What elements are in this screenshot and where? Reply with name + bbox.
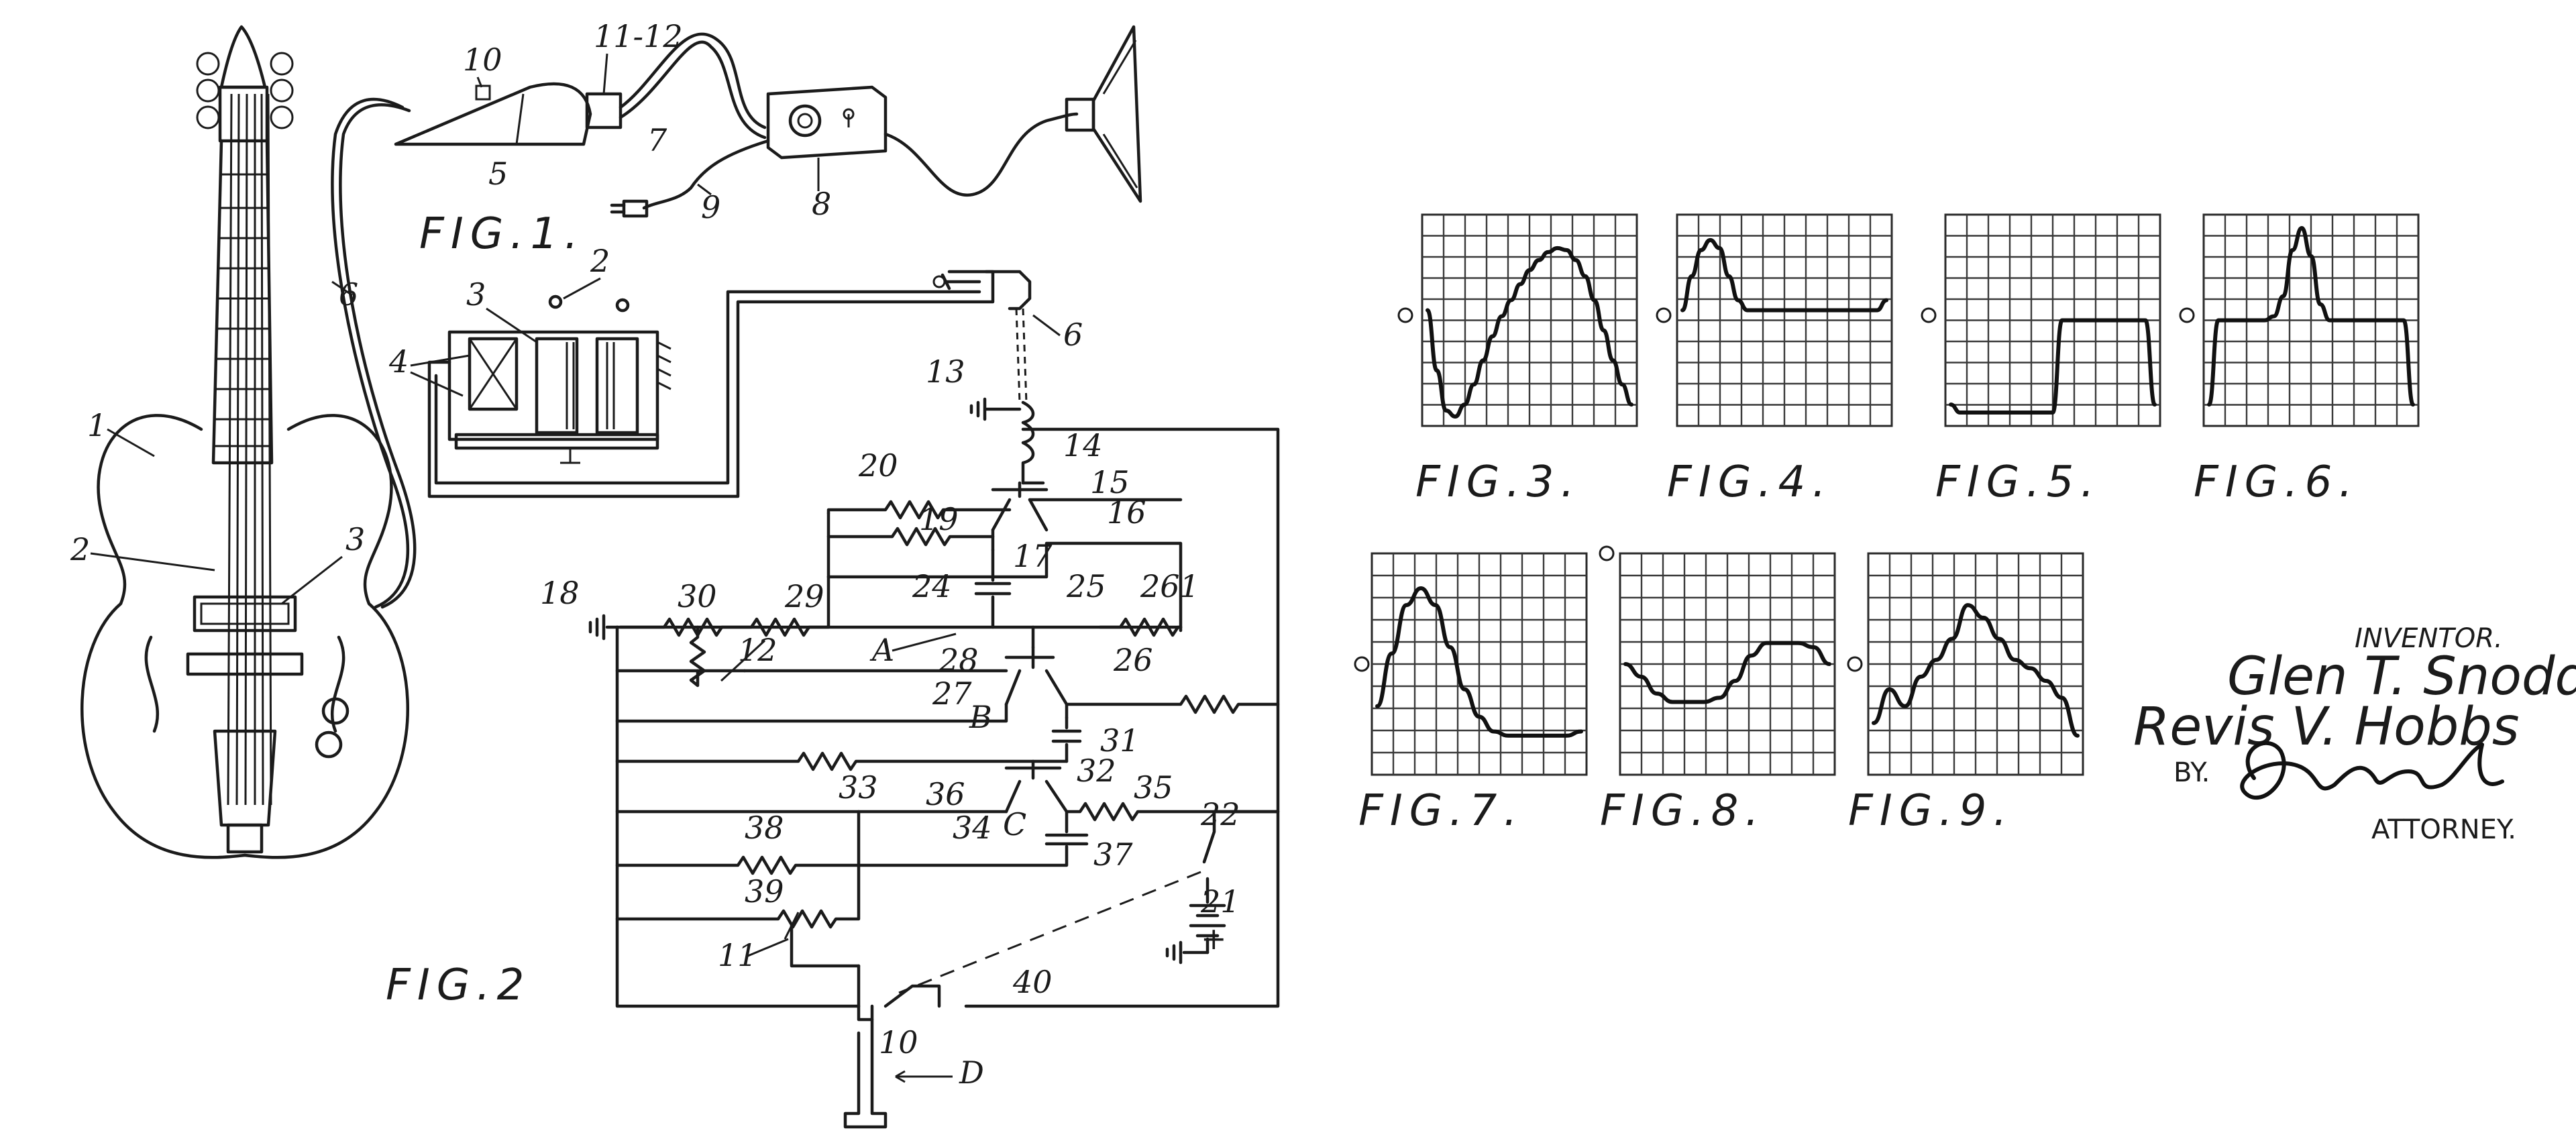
fig9-title: FIG.9. [1848, 786, 2014, 836]
reference-marker [1656, 307, 1672, 323]
label-n29: 29 [784, 578, 824, 614]
label-n38: 38 [745, 810, 784, 846]
reference-marker [2179, 307, 2195, 323]
fig7-title: FIG.7. [1358, 786, 1524, 836]
label-pickup-poles: 2 [590, 243, 610, 279]
waveform-trace [1680, 237, 1888, 313]
label-cable-guitar: 6 [339, 276, 358, 313]
label-n12: 12 [738, 632, 777, 668]
label-n39: 39 [745, 873, 784, 910]
fig6-title: FIG.6. [2194, 457, 2359, 507]
waveform-panel-4 [1656, 213, 1893, 427]
label-n28: 28 [938, 642, 979, 678]
reference-marker [1847, 656, 1863, 672]
label-n40: 40 [1012, 964, 1053, 1000]
label-n34: 34 [953, 810, 992, 846]
label-n261: 261 [1140, 568, 1199, 604]
label-n25: 25 [1066, 568, 1106, 604]
label-n26: 26 [1113, 642, 1153, 678]
pickup-section-drawing [447, 294, 672, 464]
label-n19: 19 [919, 501, 959, 537]
label-coil: 4 [388, 343, 409, 380]
waveform-panel-9 [1847, 552, 2084, 776]
reference-marker [1354, 656, 1370, 672]
waveform-panel-5 [1921, 213, 2161, 427]
label-cable-pedal: 7 [647, 122, 667, 158]
fig5-title: FIG.5. [1935, 457, 2101, 507]
label-n10: 10 [879, 1024, 918, 1060]
waveform-trace [1949, 318, 2157, 415]
attorney-label: ATTORNEY. [2371, 814, 2516, 845]
label-cable-circuit: 6 [1063, 317, 1083, 353]
label-n33: 33 [839, 769, 878, 806]
circuit-schematic [588, 397, 1280, 1129]
label-ground-13: 13 [926, 353, 965, 390]
label-n16: 16 [1107, 494, 1146, 531]
by-label: BY. [2174, 757, 2210, 788]
reference-marker [1397, 307, 1413, 323]
fig2-title: FIG.2 [386, 961, 531, 1010]
label-n27: 27 [932, 675, 972, 712]
label-n20: 20 [858, 447, 898, 484]
waveform-panel-6 [2179, 213, 2420, 427]
label-point-b: B [969, 699, 992, 735]
label-power-cord: 9 [701, 189, 720, 225]
label-n24: 24 [912, 568, 952, 604]
fig3-title: FIG.3. [1415, 457, 1581, 507]
inventor-name-1: Glen T. Snoddy [2227, 647, 2576, 707]
label-n35: 35 [1134, 769, 1173, 806]
label-pedal-jack: 11-12 [594, 18, 683, 54]
label-n15: 15 [1090, 464, 1130, 500]
label-n17: 17 [1013, 538, 1053, 574]
inventor-name-2: Revis V. Hobbs [2133, 697, 2519, 757]
waveform-panel-7 [1354, 552, 1588, 776]
label-n22: 22 [1200, 796, 1240, 832]
label-pedal: 5 [488, 156, 508, 192]
label-n30: 30 [678, 578, 717, 614]
waveform-trace [1426, 246, 1633, 419]
label-n31: 31 [1100, 722, 1140, 759]
label-point-a: A [869, 632, 894, 668]
inventor-heading: INVENTOR. [2355, 623, 2503, 654]
label-pickup: 3 [345, 521, 365, 557]
label-n21: 21 [1200, 883, 1240, 920]
attorney-signature [2240, 741, 2504, 800]
reference-marker [1921, 307, 1937, 323]
guitar-drawing [80, 25, 417, 859]
waveform-trace [2207, 225, 2415, 407]
label-point-c: C [1003, 806, 1026, 842]
fig8-title: FIG.8. [1600, 786, 1766, 836]
waveform-trace [1872, 603, 2080, 738]
waveform-trace [1375, 586, 1583, 738]
label-pedal-switch: 10 [463, 42, 502, 78]
waveform-panel-8 [1599, 545, 1836, 776]
fig1-title: FIG.1. [419, 209, 585, 259]
label-point-d: D [959, 1054, 984, 1091]
waveform-panel-3 [1397, 213, 1638, 427]
label-n32: 32 [1077, 753, 1116, 789]
label-plus: + [1201, 920, 1227, 957]
label-ground-18: 18 [540, 575, 580, 611]
waveform-panels [1354, 213, 2420, 776]
fig4-title: FIG.4. [1667, 457, 1833, 507]
label-n36: 36 [926, 776, 965, 812]
reference-marker [1599, 545, 1615, 561]
label-n37: 37 [1093, 836, 1133, 873]
pedal-amp-drawing [394, 25, 1142, 218]
waveform-trace [1623, 641, 1831, 704]
label-n14: 14 [1063, 427, 1103, 464]
label-amplifier: 8 [812, 186, 831, 222]
label-strings: 2 [70, 531, 90, 567]
label-guitar-body: 1 [87, 407, 107, 443]
label-pickup-core: 3 [466, 276, 486, 313]
